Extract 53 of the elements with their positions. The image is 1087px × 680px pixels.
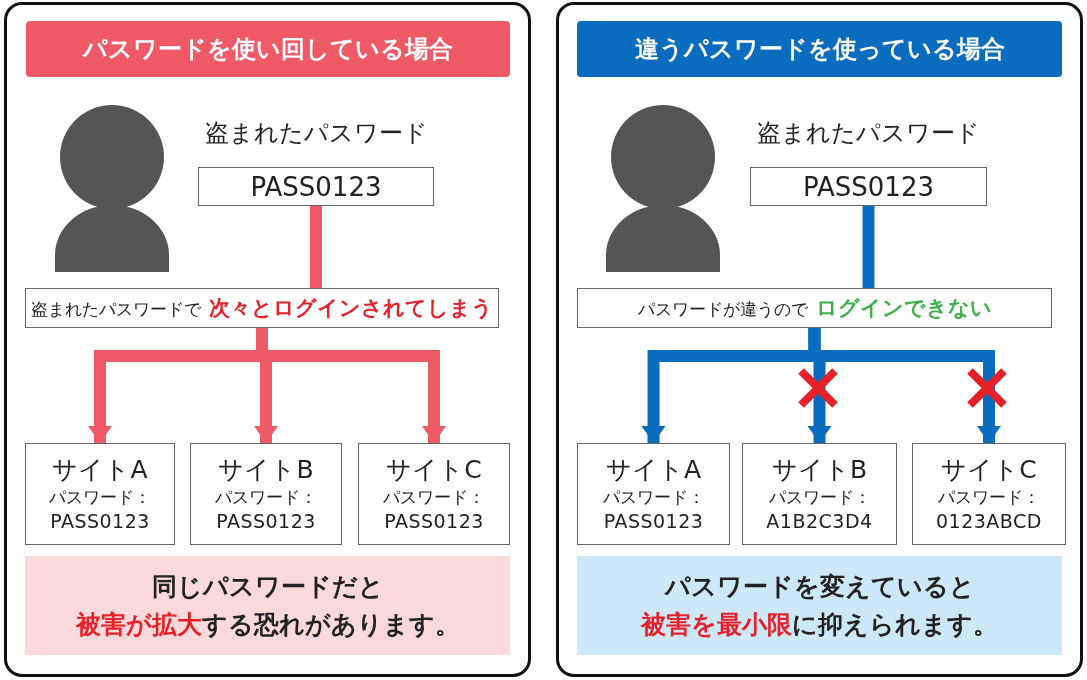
conclusion-box (25, 556, 510, 655)
site-name: サイトB (771, 455, 868, 485)
site-name: サイトA (605, 455, 702, 485)
emphasis-text: 次々とログインされてしまう (209, 295, 493, 322)
message-text: パスワードが違うので (637, 298, 808, 321)
password-box (198, 167, 434, 206)
site-box (358, 443, 510, 545)
password-value: 0123ABCD (936, 509, 1042, 533)
password-label: パスワード： (602, 486, 705, 509)
conclusion-text: 同じパスワードだと (151, 570, 384, 603)
heading-text: 違うパスワードを使っている場合 (634, 34, 1005, 65)
conclusion-text: パスワードを変えていると (664, 570, 975, 603)
site-name: サイトA (52, 455, 148, 485)
heading-banner (26, 21, 510, 77)
password-box (750, 167, 987, 206)
box-caption: 盗まれたパスワード (203, 118, 429, 149)
password-text: PASS0123 (250, 171, 382, 202)
site-box (742, 443, 897, 545)
site-box (25, 443, 175, 545)
site-box (190, 443, 342, 545)
site-name: サイトB (218, 455, 314, 485)
password-value: PASS0123 (603, 509, 704, 533)
connector-line (310, 206, 322, 288)
password-value: PASS0123 (384, 509, 484, 533)
password-label: パスワード： (938, 486, 1040, 509)
conclusion-box (577, 556, 1062, 655)
site-name: サイトC (941, 455, 1037, 485)
message-text: 盗まれたパスワードで (31, 298, 201, 321)
password-text: PASS0123 (803, 171, 934, 202)
message-box (577, 288, 1052, 328)
password-value: PASS0123 (50, 509, 150, 533)
conclusion-text: に抑えられます。 (792, 608, 998, 641)
site-box (577, 443, 730, 545)
password-label: パスワード： (49, 486, 151, 509)
heading-banner (577, 21, 1062, 77)
emphasis-text: ログインできない (815, 295, 992, 322)
site-name: サイトC (386, 455, 482, 485)
password-label: パスワード： (383, 486, 485, 509)
password-label: パスワード： (768, 486, 871, 509)
box-caption: 盗まれたパスワード (756, 118, 981, 149)
heading-text: パスワードを使い回している場合 (83, 34, 453, 65)
panel-frame (4, 2, 531, 677)
conclusion-text: する恐れがあります。 (201, 608, 460, 641)
warning-text: 被害が拡大 (75, 608, 202, 641)
password-value: A1B2C3D4 (766, 509, 873, 533)
connector-line (862, 206, 875, 288)
message-box (25, 288, 499, 328)
password-label: パスワード： (215, 486, 317, 509)
arrow (808, 328, 1001, 443)
warning-text: 被害を最小限 (641, 608, 792, 641)
password-value: PASS0123 (216, 509, 316, 533)
panel-frame (556, 2, 1083, 677)
site-box (912, 443, 1066, 545)
